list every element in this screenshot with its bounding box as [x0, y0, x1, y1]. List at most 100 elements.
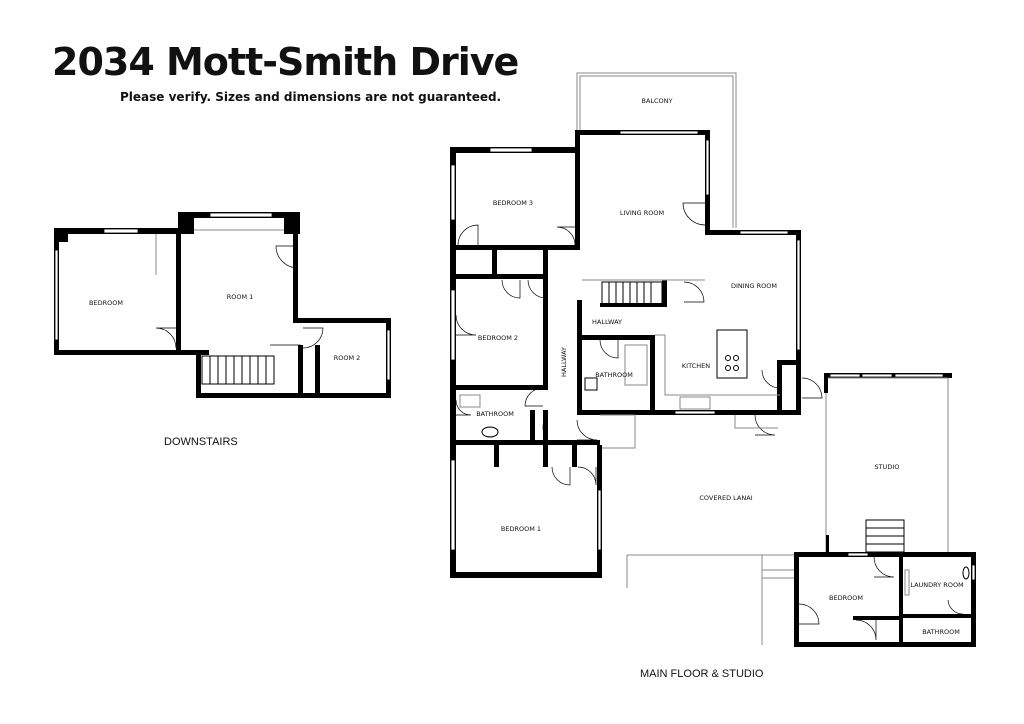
- window: [450, 289, 456, 361]
- window: [54, 249, 59, 341]
- wall: [600, 303, 667, 307]
- wall: [662, 280, 667, 305]
- room-label-bedroom-2: BEDROOM 2: [478, 334, 518, 342]
- wall-corner: [54, 228, 68, 242]
- wall: [796, 360, 801, 415]
- window: [386, 329, 391, 381]
- wall: [450, 274, 548, 279]
- room-label-studio: STUDIO: [875, 463, 900, 471]
- door-swing: [556, 226, 576, 246]
- room-label-bathroom-left: BATHROOM: [476, 410, 514, 418]
- kitchen-counter: [655, 334, 780, 396]
- door-swing: [683, 281, 705, 303]
- downstairs-plan: BEDROOM ROOM 1 ROOM 2: [54, 212, 391, 398]
- door-swing: [576, 419, 598, 441]
- kitchen-sink: [679, 396, 711, 410]
- main-floor-label: MAIN FLOOR & STUDIO: [640, 668, 764, 680]
- window: [674, 410, 716, 415]
- room-label-kitchen: KITCHEN: [682, 362, 710, 370]
- door-swing: [599, 339, 619, 359]
- lanai-step: [600, 414, 636, 449]
- room-label-living-room: LIVING ROOM: [620, 209, 664, 217]
- room-label-bedroom: BEDROOM: [89, 299, 123, 307]
- toilet: [459, 394, 481, 408]
- door-swing: [302, 327, 324, 349]
- door-swing: [577, 466, 597, 486]
- door-swing: [682, 202, 706, 226]
- stove-burner: [733, 355, 739, 361]
- room-label-bedroom-3: BEDROOM 3: [493, 199, 533, 207]
- balcony-outline: [579, 75, 734, 228]
- room-label-bedroom-1: BEDROOM 1: [501, 525, 541, 533]
- kitchen-island: [716, 329, 748, 379]
- door-swing: [801, 377, 823, 399]
- door-swing: [527, 279, 547, 299]
- wall: [572, 445, 577, 467]
- wall: [450, 385, 548, 390]
- window: [739, 230, 789, 235]
- wall: [577, 335, 652, 340]
- room-label-balcony: BALCONY: [641, 97, 672, 105]
- door-swing: [551, 466, 571, 486]
- lanai-step: [734, 415, 778, 429]
- wall: [577, 300, 582, 415]
- stove-burner: [733, 365, 739, 371]
- window: [103, 228, 139, 234]
- window: [619, 130, 699, 135]
- wall: [196, 393, 391, 398]
- room-label-room1: ROOM 1: [227, 293, 254, 301]
- wall: [450, 147, 456, 577]
- wall-corner: [178, 212, 194, 234]
- door-swing: [501, 279, 521, 299]
- window: [796, 239, 801, 351]
- disclaimer-text: Please verify. Sizes and dimensions are …: [120, 90, 502, 104]
- door-swing: [761, 369, 781, 389]
- wall: [530, 410, 535, 445]
- wall: [54, 350, 209, 355]
- wall: [450, 440, 600, 445]
- window: [209, 212, 273, 218]
- room-label-dining-room: DINING ROOM: [731, 282, 777, 290]
- wall: [543, 410, 548, 440]
- room-label-hallway-horizontal: HALLWAY: [592, 318, 622, 326]
- door-swing: [457, 224, 479, 246]
- wall: [543, 245, 548, 390]
- window: [705, 139, 710, 196]
- main-floor-plan: BALCONY LIVING ROOM BEDROOM 3 DINING ROO…: [450, 72, 976, 647]
- wall: [450, 572, 602, 578]
- wall: [777, 360, 801, 365]
- downstairs-stairs: [201, 355, 275, 385]
- main-stairs: [601, 281, 663, 305]
- studio-lower-block: [794, 552, 976, 647]
- window: [597, 489, 602, 551]
- room-label-laundry-room: LAUNDRY ROOM: [910, 581, 963, 589]
- door-swing: [754, 414, 776, 436]
- wall: [575, 130, 580, 245]
- window: [489, 147, 533, 153]
- wall: [777, 360, 782, 415]
- window: [450, 459, 456, 551]
- bathroom-sink: [481, 426, 499, 438]
- wall: [293, 212, 298, 320]
- window: [450, 164, 456, 221]
- door-swing: [524, 387, 544, 407]
- room-label-hallway-vertical: HALLWAY: [560, 347, 568, 377]
- page-title: 2034 Mott-Smith Drive: [52, 40, 519, 84]
- landing: [270, 344, 301, 393]
- lanai-step: [762, 569, 796, 579]
- room-label-bathroom-center: BATHROOM: [595, 371, 633, 379]
- downstairs-label: DOWNSTAIRS: [164, 436, 238, 448]
- bathroom-sink: [584, 377, 598, 391]
- wall: [315, 345, 320, 395]
- door-swing: [455, 399, 472, 416]
- door-swing: [155, 327, 177, 349]
- wall: [494, 445, 499, 467]
- wall: [293, 318, 391, 323]
- door-swing: [542, 414, 549, 441]
- shower: [624, 344, 648, 386]
- wall: [450, 245, 580, 250]
- door-swing: [275, 245, 299, 269]
- wall: [176, 228, 181, 355]
